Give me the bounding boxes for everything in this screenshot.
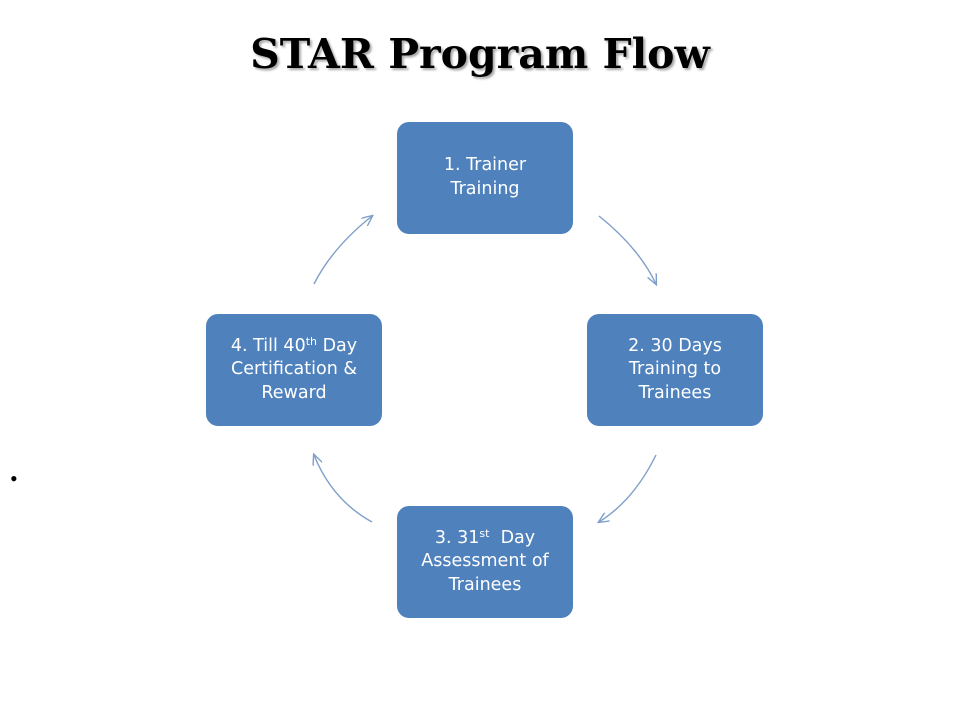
arrow-step4-to-step1 [313,216,372,285]
arrow-step2-to-step3 [599,454,657,522]
flow-step-2-line3: Trainees [638,382,712,403]
flow-step-3-line1b: Day [489,527,536,548]
arrow-step1-to-step2 [598,215,656,284]
flow-step-4-line2: Certification & [230,359,357,380]
flow-step-1: 1. Trainer Training [397,122,573,234]
empty-bullet: • [10,466,18,491]
flow-step-3-superscript: st [479,526,490,540]
flow-step-3: 3. 31st Day Assessment of Trainees [397,506,573,618]
flow-step-2: 2. 30 Days Training to Trainees [587,314,763,426]
flow-step-2-line2: Training to [628,359,722,380]
flow-step-2-line1: 2. 30 Days [628,335,722,356]
flow-step-4-line3: Reward [261,382,327,403]
flow-step-4-line1b: Day [317,335,358,356]
page-title: STAR Program Flow [250,30,710,78]
flow-step-3-line3: Trainees [448,574,522,595]
flow-step-4: 4. Till 40th Day Certification & Reward [206,314,382,426]
arrow-step3-to-step4 [314,455,373,523]
flow-step-3-line2: Assessment of [421,551,549,572]
flow-step-4-line1a: 4. Till 40 [230,335,306,356]
flow-step-4-superscript: th [305,334,317,348]
flow-step-1-line1: 1. Trainer [443,155,527,176]
flow-step-3-line1a: 3. 31 [434,527,480,548]
flow-step-1-line2: Training [450,179,520,199]
